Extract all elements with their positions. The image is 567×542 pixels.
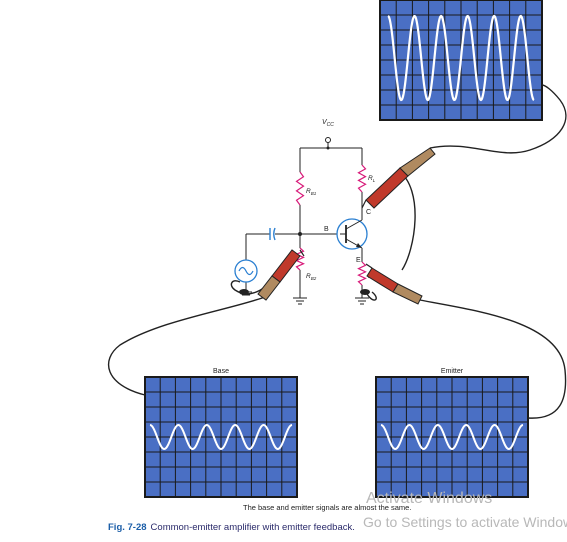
rb2-label: RB2 (306, 273, 317, 281)
rc-resistor (357, 164, 367, 193)
collector-probe (361, 147, 436, 209)
activate-windows-text: Go to Settings to activate Windows. (363, 514, 567, 530)
figure-label: Fig. 7-28 (108, 522, 147, 533)
npn-transistor (336, 218, 368, 250)
rc-label: RL (368, 175, 376, 183)
node-c-label: C (366, 209, 371, 216)
vcc-terminal (325, 137, 331, 143)
figure-text: Common-emitter amplifier with emitter fe… (150, 522, 355, 533)
base-probe (257, 249, 305, 301)
emitter-scope-title: Emitter (441, 368, 464, 375)
base-ground-clip (239, 289, 249, 295)
probe-cables (107, 84, 567, 419)
emitter-waveform (380, 423, 524, 451)
re-resistor (357, 261, 367, 286)
coupling-capacitor (269, 227, 276, 241)
node-b-label: B (324, 226, 329, 233)
base-oscilloscope: Base (144, 368, 298, 498)
activate-windows-title: Activate Windows (366, 490, 493, 507)
caption-note: The base and emitter signals are almost … (243, 503, 412, 512)
collector-oscilloscope (379, 0, 543, 121)
emitter-oscilloscope: Emitter (375, 368, 529, 498)
rb2-resistor (295, 247, 305, 271)
emitter-ground-clip (360, 289, 370, 295)
ac-source (234, 259, 258, 283)
collector-waveform (387, 14, 535, 102)
rb1-resistor (295, 171, 305, 206)
base-waveform (149, 423, 293, 451)
emitter-probe (365, 263, 423, 305)
base-junction (298, 232, 302, 236)
rb1-label: RB1 (306, 188, 317, 196)
base-scope-title: Base (213, 368, 229, 375)
node-e-label: E (356, 257, 361, 264)
vcc-label: VCC (322, 119, 334, 128)
vcc-junction (326, 146, 330, 150)
